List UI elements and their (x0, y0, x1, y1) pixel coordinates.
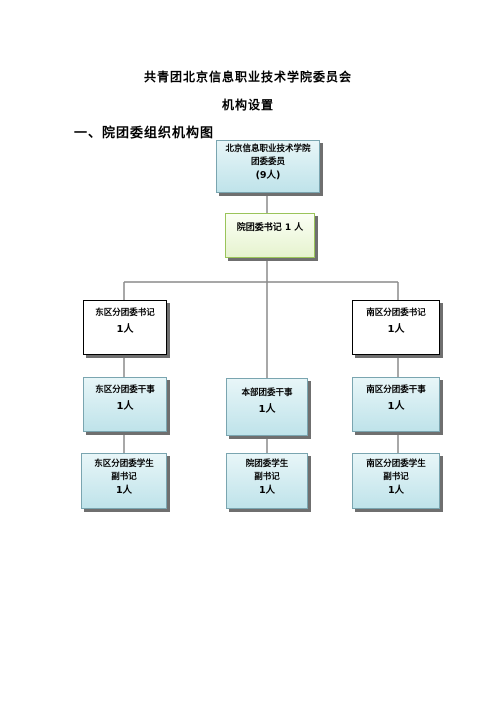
section-heading: 一、院团委组织机构图 (74, 126, 215, 141)
node-college-student-deputy-line2: 副书记 (254, 472, 280, 482)
node-east-staff-label: 东区分团委干事 (95, 385, 155, 395)
node-south-student-deputy-count: 1人 (387, 485, 405, 496)
node-east-student-deputy-line1: 东区分团委学生 (94, 459, 154, 469)
node-college-student-deputy: 院团委学生 副书记 1人 (226, 453, 308, 509)
node-college-student-deputy-line1: 院团委学生 (245, 459, 289, 469)
node-south-student-deputy-line1: 南区分团委学生 (366, 459, 426, 469)
node-south-secretary-count: 1人 (387, 324, 405, 335)
node-south-student-deputy: 南区分团委学生 副书记 1人 (352, 453, 440, 509)
node-south-secretary: 南区分团委书记 1人 (352, 300, 440, 355)
node-south-staff-label: 南区分团委干事 (366, 385, 426, 395)
node-east-student-deputy-count: 1人 (115, 485, 133, 496)
document-title: 共青团北京信息职业技术学院委员会 (143, 70, 352, 84)
node-league-committee: 北京信息职业技术学院 团委委员 (9人) (216, 140, 320, 193)
node-main-staff-count: 1人 (258, 404, 276, 415)
node-east-staff-count: 1人 (116, 401, 134, 412)
node-college-secretary: 院团委书记 1 人 (225, 213, 315, 258)
node-south-staff: 南区分团委干事 1人 (352, 377, 440, 432)
node-main-staff-label: 本部团委干事 (241, 388, 293, 398)
node-league-committee-line2: 团委委员 (250, 157, 285, 167)
node-east-secretary-label: 东区分团委书记 (95, 308, 155, 318)
node-main-staff: 本部团委干事 1人 (226, 378, 308, 436)
node-league-committee-line3: (9人) (255, 170, 281, 181)
node-east-student-deputy: 东区分团委学生 副书记 1人 (81, 453, 167, 509)
node-south-student-deputy-line2: 副书记 (383, 472, 409, 482)
node-east-secretary-count: 1人 (116, 324, 134, 335)
document-subtitle: 机构设置 (221, 98, 274, 112)
node-south-staff-count: 1人 (387, 401, 405, 412)
node-east-student-deputy-line2: 副书记 (111, 472, 137, 482)
node-east-secretary: 东区分团委书记 1人 (83, 300, 167, 355)
node-college-student-deputy-count: 1人 (258, 485, 276, 496)
node-league-committee-line1: 北京信息职业技术学院 (225, 144, 311, 154)
node-south-secretary-label: 南区分团委书记 (366, 308, 426, 318)
node-east-staff: 东区分团委干事 1人 (83, 377, 167, 432)
node-college-secretary-label: 院团委书记 1 人 (236, 223, 304, 233)
